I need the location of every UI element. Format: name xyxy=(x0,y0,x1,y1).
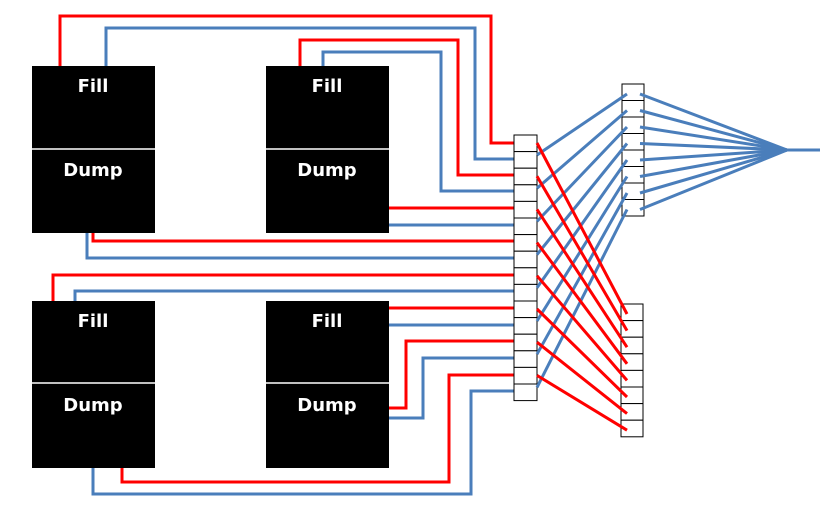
fill-cross-wire xyxy=(535,274,629,382)
fill-label: Fill xyxy=(78,311,109,332)
connector-cell xyxy=(513,333,538,352)
connector-cell xyxy=(513,167,538,186)
connector-cell xyxy=(513,234,538,252)
fill-label: Fill xyxy=(312,76,343,97)
fill-cross-wire xyxy=(535,307,629,399)
unit-4: Fill Dump xyxy=(266,301,389,468)
connector-cell xyxy=(621,100,645,118)
lower-connector xyxy=(620,303,644,438)
fan-wire xyxy=(639,92,788,152)
dump-cross-wire xyxy=(536,92,628,157)
unit-3: Fill Dump xyxy=(32,301,155,468)
fan-wire xyxy=(639,109,788,152)
connector-cell xyxy=(513,200,538,219)
dump-cross-wire xyxy=(535,208,629,389)
unit-1: Fill Dump xyxy=(32,66,155,233)
fan-wire xyxy=(639,148,788,195)
connector-cell xyxy=(620,419,644,438)
upper-connector xyxy=(621,83,645,217)
connector-cell xyxy=(513,151,538,169)
middle-connector xyxy=(513,134,538,402)
connector-cell xyxy=(513,250,538,269)
fill-label: Fill xyxy=(78,76,109,97)
fill-cross-wire xyxy=(535,241,629,365)
fan-wire xyxy=(639,125,788,152)
connector-cell xyxy=(513,283,538,302)
connector-cell xyxy=(621,83,645,101)
connector-cell xyxy=(513,350,538,368)
dump-cross-wire xyxy=(535,125,629,223)
connector-cell xyxy=(513,267,538,285)
connector-cell xyxy=(621,116,645,134)
dump-cross-wire xyxy=(535,159,629,289)
connector-cell xyxy=(513,217,538,236)
dump-cross-wire xyxy=(535,192,629,355)
dump-label: Dump xyxy=(297,395,357,416)
fan-wire xyxy=(639,148,788,162)
fan-wire xyxy=(639,148,788,178)
dump-label: Dump xyxy=(63,395,123,416)
dump-cross-wire xyxy=(535,142,629,256)
fill-cross-wire xyxy=(536,374,628,432)
connector-cell xyxy=(513,383,538,402)
wires-to-middle-connector xyxy=(51,14,516,496)
fill-cross-wire xyxy=(535,208,629,349)
dump-cross-wire xyxy=(536,109,628,190)
connector-cell xyxy=(513,366,538,385)
fill-label: Fill xyxy=(312,311,343,332)
unit-2: Fill Dump xyxy=(266,66,389,233)
fan-wire xyxy=(639,142,788,152)
fan-wire xyxy=(639,148,788,211)
fill-cross-wire xyxy=(535,175,629,332)
fill-cross-wire xyxy=(535,142,629,315)
fill-cross-wire xyxy=(536,341,628,415)
dump-cross-wire xyxy=(535,175,629,322)
connector-cell xyxy=(513,300,538,319)
dump-label: Dump xyxy=(63,160,123,181)
connector-cell xyxy=(513,134,538,153)
connector-cell xyxy=(513,184,538,202)
connector-cell xyxy=(513,317,538,335)
dump-label: Dump xyxy=(297,160,357,181)
